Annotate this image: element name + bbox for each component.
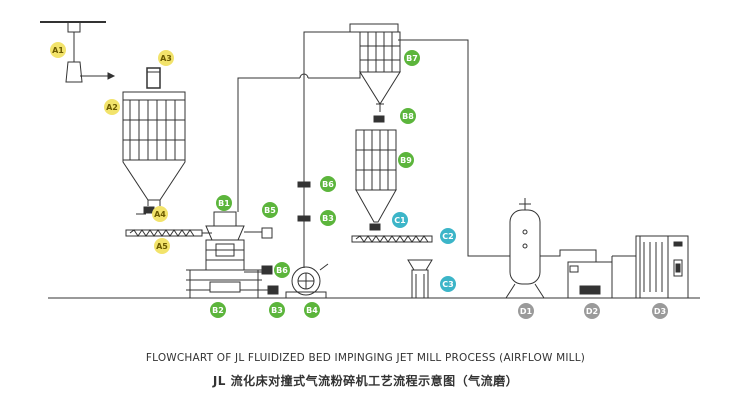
label-badge bbox=[158, 50, 174, 66]
label-b1: B1 bbox=[216, 195, 232, 211]
label-b2: B2 bbox=[210, 302, 226, 318]
label-text: B2 bbox=[212, 306, 224, 315]
dust-collector bbox=[355, 129, 397, 231]
label-a2: A2 bbox=[104, 99, 120, 115]
screw-feeder-c bbox=[351, 235, 433, 243]
label-badge bbox=[304, 302, 320, 318]
label-text: C3 bbox=[442, 280, 453, 289]
label-a3: A3 bbox=[158, 50, 174, 66]
label-badge bbox=[400, 108, 416, 124]
label-text: B6 bbox=[322, 180, 334, 189]
label-badge bbox=[518, 303, 534, 319]
label-c2: C2 bbox=[440, 228, 456, 244]
label-b5: B5 bbox=[262, 202, 278, 218]
label-d1: D1 bbox=[518, 303, 534, 319]
label-badge bbox=[652, 303, 668, 319]
label-text: A2 bbox=[106, 103, 118, 112]
label-text: A1 bbox=[52, 46, 64, 55]
label-b9: B9 bbox=[398, 152, 414, 168]
induced-draft-fan bbox=[285, 263, 329, 299]
label-text: B9 bbox=[400, 156, 412, 165]
label-b-valve-lower: B3 bbox=[320, 210, 336, 226]
screw-feeder-a bbox=[125, 229, 212, 237]
label-badge bbox=[154, 238, 170, 254]
label-b3: B3 bbox=[269, 302, 285, 318]
label-b6: B6 bbox=[274, 262, 290, 278]
label-b4: B4 bbox=[304, 302, 320, 318]
label-text: C1 bbox=[394, 216, 406, 225]
label-text: A3 bbox=[160, 54, 172, 63]
process-flow-diagram: A1A2A3A4A5B1B2B3B4B5B6B7B8B9B6B3C1C2C3D1… bbox=[40, 21, 700, 319]
label-badge bbox=[50, 42, 66, 58]
label-badge bbox=[398, 152, 414, 168]
label-text: D3 bbox=[654, 307, 666, 316]
label-badge bbox=[269, 302, 285, 318]
air-pipe-main bbox=[237, 77, 300, 212]
label-text: D1 bbox=[520, 307, 533, 316]
label-d3: D3 bbox=[652, 303, 668, 319]
label-badge bbox=[440, 276, 456, 292]
storage-silo bbox=[122, 67, 186, 215]
jet-mill-machine bbox=[186, 211, 279, 298]
label-badge bbox=[392, 212, 408, 228]
label-text: D2 bbox=[586, 307, 598, 316]
label-badge bbox=[274, 262, 290, 278]
label-a1: A1 bbox=[50, 42, 66, 58]
label-badge bbox=[404, 50, 420, 66]
label-text: B6 bbox=[276, 266, 288, 275]
label-text: B1 bbox=[218, 199, 230, 208]
label-badge bbox=[440, 228, 456, 244]
air-dryer bbox=[567, 252, 637, 299]
caption-english: FLOWCHART OF JL FLUIDIZED BED IMPINGING … bbox=[145, 352, 586, 364]
label-text: B3 bbox=[271, 306, 283, 315]
label-text: B3 bbox=[322, 214, 334, 223]
label-text: B8 bbox=[402, 112, 414, 121]
label-badge bbox=[320, 176, 336, 192]
label-badge bbox=[104, 99, 120, 115]
label-badge bbox=[152, 206, 168, 222]
label-badge bbox=[216, 195, 232, 211]
label-text: A4 bbox=[154, 210, 166, 219]
air-storage-tank bbox=[505, 198, 597, 299]
air-compressor bbox=[635, 235, 689, 299]
discharge-hopper bbox=[407, 259, 433, 299]
label-text: C2 bbox=[442, 232, 453, 241]
label-c3: C3 bbox=[440, 276, 456, 292]
hoist-crane bbox=[40, 21, 116, 83]
label-a5: A5 bbox=[154, 238, 170, 254]
label-b8: B8 bbox=[400, 108, 416, 124]
label-text: A5 bbox=[156, 242, 168, 251]
label-badge bbox=[210, 302, 226, 318]
label-d2: D2 bbox=[584, 303, 600, 319]
cyclone-separator bbox=[349, 23, 401, 123]
label-badge bbox=[320, 210, 336, 226]
label-b7: B7 bbox=[404, 50, 420, 66]
label-badge bbox=[262, 202, 278, 218]
label-badge bbox=[584, 303, 600, 319]
caption-chinese: JL 流化床对撞式气流粉碎机工艺流程示意图（气流磨） bbox=[212, 374, 519, 388]
label-a4: A4 bbox=[152, 206, 168, 222]
label-b-valve-upper: B6 bbox=[320, 176, 336, 192]
label-text: B5 bbox=[264, 206, 276, 215]
air-pipe-to-tank bbox=[398, 39, 510, 257]
label-text: B4 bbox=[306, 306, 318, 315]
label-text: B7 bbox=[406, 54, 418, 63]
label-c1: C1 bbox=[392, 212, 408, 228]
